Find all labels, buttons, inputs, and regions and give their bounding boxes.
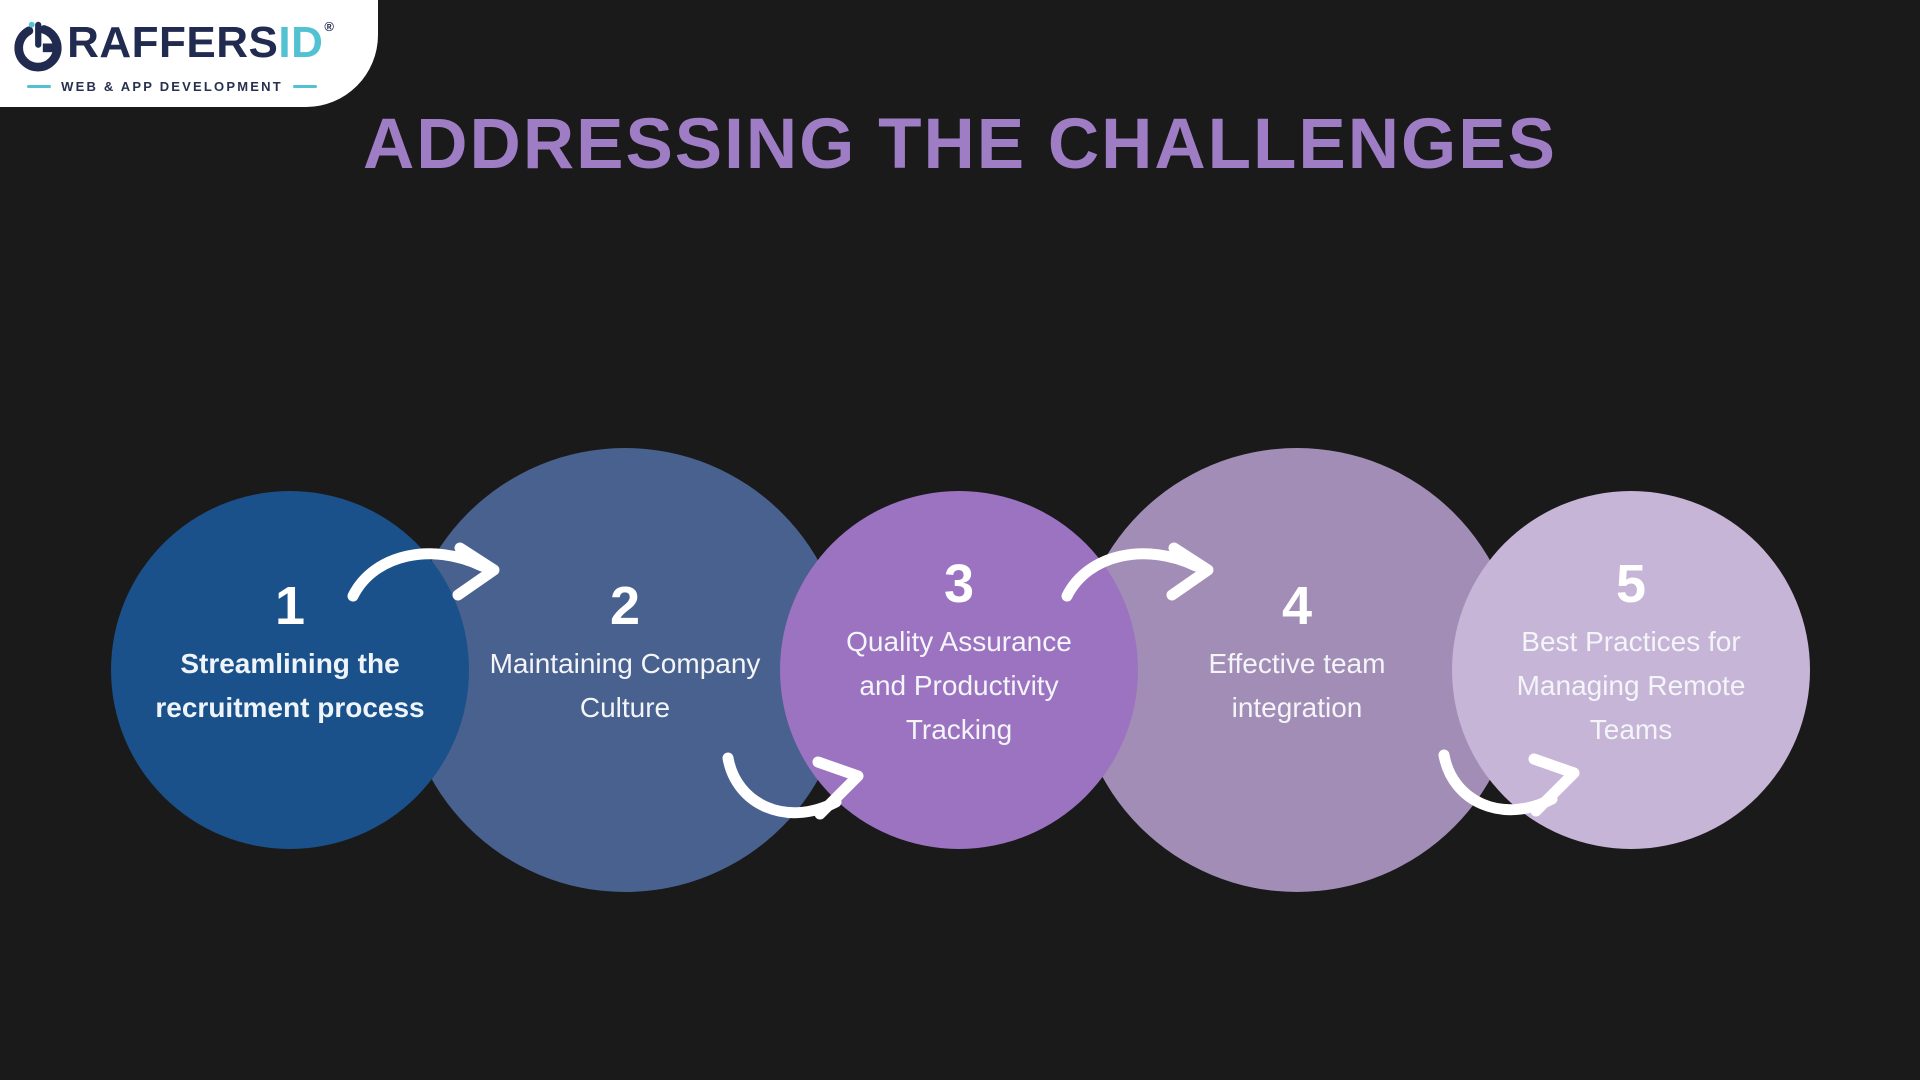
- registered-trademark-symbol: ®: [324, 19, 334, 34]
- step-2-number: 2: [609, 576, 641, 636]
- step-4-label: Effective team integration: [1208, 648, 1386, 723]
- curved-arrow-2-to-3-icon: [720, 744, 872, 832]
- step-1-number: 1: [274, 576, 306, 636]
- step-4-content: 4 Effective team integration: [1209, 576, 1386, 730]
- step-1-label: Streamlining the recruitment process: [155, 648, 425, 723]
- curved-arrow-1-to-2-icon: [346, 540, 514, 618]
- step-5-number: 5: [1615, 554, 1647, 614]
- step-2-content: 2 Maintaining Company Culture: [490, 576, 761, 730]
- curved-arrow-3-to-4-icon: [1060, 540, 1228, 618]
- step-3-label: Quality Assurance and Productivity Track…: [846, 626, 1072, 745]
- logo-wordmark: RAFFERSID: [67, 17, 324, 67]
- tagline-dash-right: [292, 84, 317, 88]
- logo-text-main: RAFFERS: [67, 17, 279, 67]
- logo-tagline: WEB & APP DEVELOPMENT: [27, 79, 317, 94]
- step-circle-4: 4 Effective team integration: [1075, 448, 1519, 892]
- step-2-label: Maintaining Company Culture: [489, 648, 761, 723]
- step-5-content: 5 Best Practices for Managing Remote Tea…: [1517, 554, 1746, 752]
- step-4-number: 4: [1281, 576, 1313, 636]
- tagline-dash-left: [27, 84, 52, 88]
- graffersid-gauge-g-icon: [14, 21, 62, 71]
- step-1-content: 1 Streamlining the recruitment process: [155, 576, 424, 730]
- page-title: ADDRESSING THE CHALLENGES: [363, 105, 1557, 184]
- step-3-content: 3 Quality Assurance and Productivity Tra…: [846, 554, 1072, 752]
- step-circle-5: 5 Best Practices for Managing Remote Tea…: [1452, 491, 1810, 849]
- tagline-text: WEB & APP DEVELOPMENT: [61, 78, 283, 94]
- logo: RAFFERSID ®: [11, 14, 334, 72]
- logo-text-accent: ID: [278, 17, 324, 67]
- step-3-number: 3: [943, 554, 975, 614]
- step-circle-2: 2 Maintaining Company Culture: [403, 448, 847, 892]
- step-5-label: Best Practices for Managing Remote Teams: [1516, 626, 1746, 745]
- logo-card: RAFFERSID ® WEB & APP DEVELOPMENT: [0, 0, 378, 107]
- curved-arrow-4-to-5-icon: [1436, 741, 1588, 829]
